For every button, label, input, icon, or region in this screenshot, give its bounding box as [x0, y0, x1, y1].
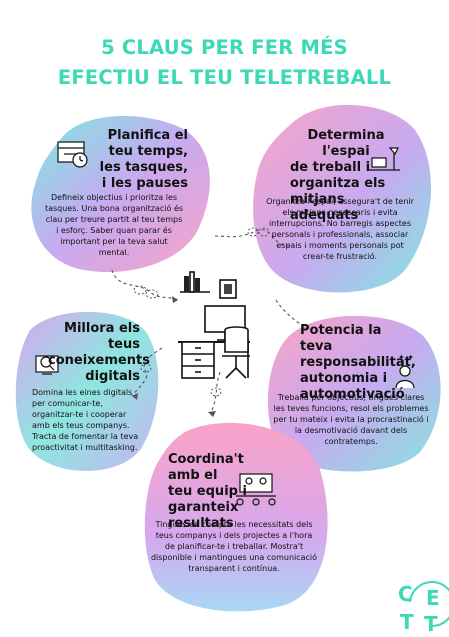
tip-4-heading-line: autonomia i [300, 371, 388, 386]
tip-1-body: Defineix objectius i prioritza les tasqu… [44, 193, 184, 257]
tip-2-heading-line: de treball i [290, 160, 371, 175]
logo-letter-t-2: T [424, 612, 438, 636]
logo-letter-c: C [398, 582, 413, 606]
magnifier-monitor-icon [35, 355, 59, 375]
arrow-heads [132, 296, 216, 417]
tip-5-heading-line: garanteix [168, 500, 239, 515]
scribble-loops [133, 227, 270, 397]
tip-3-heading: Millora els teus coneixements digitals [48, 321, 150, 385]
tip-1-heading-line: Planifica el [107, 128, 188, 143]
tip-3-heading-line: coneixements [48, 353, 150, 368]
logo-letter-t: T [400, 610, 414, 634]
tip-1-heading-line: i les pauses [101, 176, 188, 191]
title-line-1: 5 CLAUS PER FER MÉS [101, 36, 348, 59]
tip-3-blob [15, 311, 159, 471]
tip-5-heading-line: resultats [168, 516, 234, 531]
person-stars-icon: ✦ ✦ [395, 353, 415, 389]
tip-4-heading: Potencia la teva responsabilitat, autono… [300, 323, 418, 403]
desk-illustration [178, 271, 250, 379]
tip-4-heading-line: responsabilitat, [300, 355, 416, 370]
logo-mark [409, 581, 449, 627]
team-meeting-icon [236, 473, 276, 506]
tip-5-blob [144, 422, 328, 612]
tip-4-heading-line: Potencia la teva [300, 323, 382, 354]
tip-1-heading-line: teu temps, [108, 144, 188, 159]
tip-3-body: Domina les eines digitals per comunicar-… [32, 388, 139, 452]
tip-3-heading-line: digitals [85, 369, 140, 384]
tip-2-body: Organitza l'espai, assegura't de tenir e… [266, 197, 414, 261]
tip-4-body: Treballa per objectius, tingues clares l… [273, 393, 429, 446]
tip-1-heading: Planifica el teu temps, les tasques, i l… [98, 128, 188, 192]
tip-5-heading: Coordina't amb el teu equip i garanteix … [168, 452, 278, 532]
tip-2-blob [253, 104, 432, 293]
tip-2-heading-line: mitjans adequats [290, 192, 359, 223]
tip-1-heading-line: les tasques, [99, 160, 188, 175]
tip-2-heading-line: Determina l'espai [307, 128, 385, 159]
svg-text:✦ ✦: ✦ ✦ [398, 353, 414, 362]
calendar-clock-icon [57, 141, 88, 168]
tip-2-heading-line: organitza els [290, 176, 386, 191]
tip-2-heading: Determina l'espai de treball i organitza… [286, 128, 406, 224]
tip-5-heading-line: teu equip i [168, 484, 247, 499]
logo-letter-e: E [426, 586, 440, 610]
dashed-connectors [111, 229, 301, 411]
tip-4-blob [267, 315, 441, 472]
desk-lamp-icon [369, 147, 400, 171]
tip-5-body: Tingues en compte les necessitats dels t… [150, 520, 318, 573]
title-line-2: EFECTIU EL TEU TELETREBALL [57, 66, 392, 89]
tip-3-heading-line: Millora els teus [64, 321, 140, 352]
tip-5-heading-line: Coordina't amb el [168, 452, 244, 483]
tip-4-heading-line: automotivació [300, 387, 405, 402]
